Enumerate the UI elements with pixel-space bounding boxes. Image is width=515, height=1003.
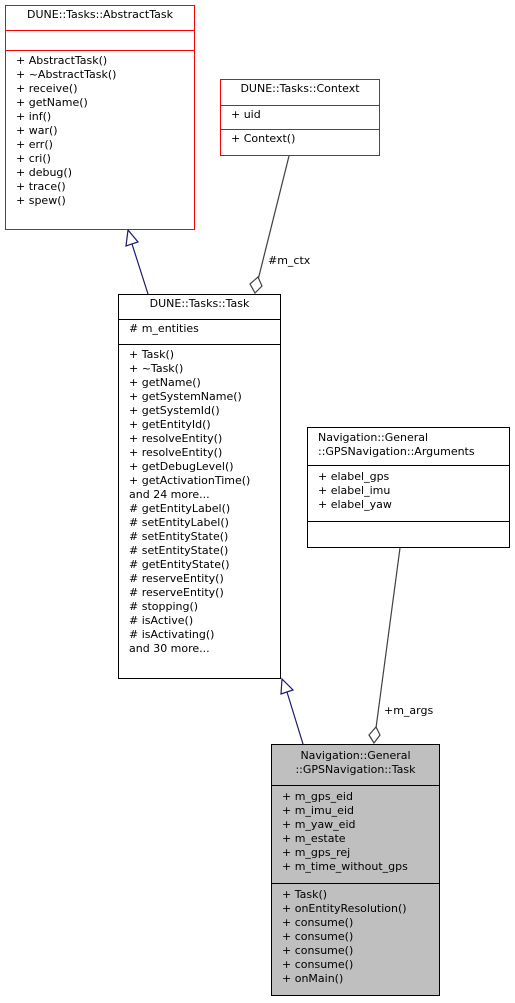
method: + onMain() [282, 972, 344, 985]
class-title: DUNE::Tasks::AbstractTask [6, 6, 194, 30]
method: # setEntityState() [129, 544, 229, 557]
method: # setEntityState() [129, 530, 229, 543]
class-title: DUNE::Tasks::Context [221, 80, 379, 105]
method: # setEntityLabel() [129, 516, 229, 529]
method: + getEntityId() [129, 418, 211, 431]
method: # reserveEntity() [129, 572, 224, 585]
inheritance-edge-task-abstracttask [131, 243, 149, 295]
method: + err() [16, 138, 53, 151]
attribute: + m_imu_eid [282, 804, 354, 817]
method: + onEntityResolution() [282, 902, 407, 915]
method: + getSystemId() [129, 404, 220, 417]
attributes-section: # m_entities [119, 319, 280, 344]
method: + spew() [16, 194, 66, 207]
method: # isActivating() [129, 628, 215, 641]
method: + consume() [282, 944, 354, 957]
method: + Task() [282, 888, 328, 901]
method: + getActivationTime() [129, 474, 251, 487]
edge-label-ctx: #m_ctx [268, 254, 311, 267]
method: # stopping() [129, 600, 199, 613]
method: + consume() [282, 916, 354, 929]
method: + getName() [16, 96, 88, 109]
methods-section: + Task() + ~Task() + getName() + getSyst… [119, 344, 280, 658]
method: + trace() [16, 180, 66, 193]
method: + consume() [282, 930, 354, 943]
class-title: Navigation::General ::GPSNavigation::Tas… [272, 745, 439, 785]
method: # getEntityLabel() [129, 502, 231, 515]
method: + AbstractTask() [16, 54, 108, 67]
attributes-section: + m_gps_eid + m_imu_eid + m_yaw_eid + m_… [272, 785, 439, 883]
method: and 30 more... [129, 642, 210, 655]
edge-label-args: +m_args [384, 704, 434, 717]
methods-section: + Context() [221, 129, 379, 148]
method: + war() [16, 124, 58, 137]
usage-edge-args [375, 547, 401, 729]
method: and 24 more... [129, 488, 210, 501]
class-title-line: ::GPSNavigation::Task [295, 763, 416, 776]
class-title-line: Navigation::General [300, 749, 411, 762]
class-title-line: DUNE::Tasks::Context [240, 82, 360, 95]
attribute: + m_time_without_gps [282, 860, 408, 873]
method: + cri() [16, 152, 51, 165]
method: + inf() [16, 110, 52, 123]
method: + ~Task() [129, 362, 184, 375]
attribute: + elabel_gps [318, 470, 390, 483]
method: + Task() [129, 348, 175, 361]
method: + debug() [16, 166, 72, 179]
class-title: Navigation::General ::GPSNavigation::Arg… [308, 428, 509, 465]
attribute: # m_entities [129, 322, 199, 335]
method: + resolveEntity() [129, 432, 223, 445]
inheritance-edge-gpstask-task [286, 691, 304, 745]
inheritance-arrowhead [280, 677, 295, 695]
method: # reserveEntity() [129, 586, 224, 599]
class-task[interactable]: DUNE::Tasks::Task # m_entities + Task() … [118, 294, 281, 679]
class-context[interactable]: DUNE::Tasks::Context + uid + Context() [220, 79, 380, 156]
attributes-section: + uid [221, 105, 379, 129]
method: # isActive() [129, 614, 194, 627]
class-title-line: DUNE::Tasks::Task [149, 297, 250, 310]
attribute: + uid [231, 108, 261, 121]
method: + consume() [282, 958, 354, 971]
attributes-section: + elabel_gps + elabel_imu + elabel_yaw [308, 465, 509, 521]
class-arguments[interactable]: Navigation::General ::GPSNavigation::Arg… [307, 427, 510, 548]
method: # getEntityState() [129, 558, 230, 571]
method: + getName() [129, 376, 201, 389]
attribute: + elabel_yaw [318, 498, 392, 511]
class-abstract-task[interactable]: DUNE::Tasks::AbstractTask + AbstractTask… [5, 5, 195, 230]
attribute: + elabel_imu [318, 484, 391, 497]
class-title-line: DUNE::Tasks::AbstractTask [27, 8, 173, 21]
inheritance-arrowhead [125, 228, 140, 247]
attribute: + m_gps_eid [282, 790, 353, 803]
attributes-section [6, 30, 194, 50]
class-title-line: Navigation::General [318, 431, 429, 444]
method: + ~AbstractTask() [16, 68, 117, 81]
methods-section: + AbstractTask() + ~AbstractTask() + rec… [6, 50, 194, 210]
class-title: DUNE::Tasks::Task [119, 295, 280, 319]
class-title-line: ::GPSNavigation::Arguments [318, 445, 475, 458]
method: + receive() [16, 82, 78, 95]
class-gps-navigation-task[interactable]: Navigation::General ::GPSNavigation::Tas… [271, 744, 440, 996]
aggregation-diamond-ctx [249, 276, 263, 294]
aggregation-diamond-args [368, 725, 381, 745]
method: + getDebugLevel() [129, 460, 234, 473]
attribute: + m_estate [282, 832, 346, 845]
method: + Context() [231, 132, 296, 145]
methods-section: + Task() + onEntityResolution() + consum… [272, 883, 439, 988]
method: + resolveEntity() [129, 446, 223, 459]
methods-section [308, 521, 509, 547]
usage-edge-ctx [257, 155, 290, 281]
attribute: + m_yaw_eid [282, 818, 356, 831]
method: + getSystemName() [129, 390, 242, 403]
attribute: + m_gps_rej [282, 846, 351, 859]
